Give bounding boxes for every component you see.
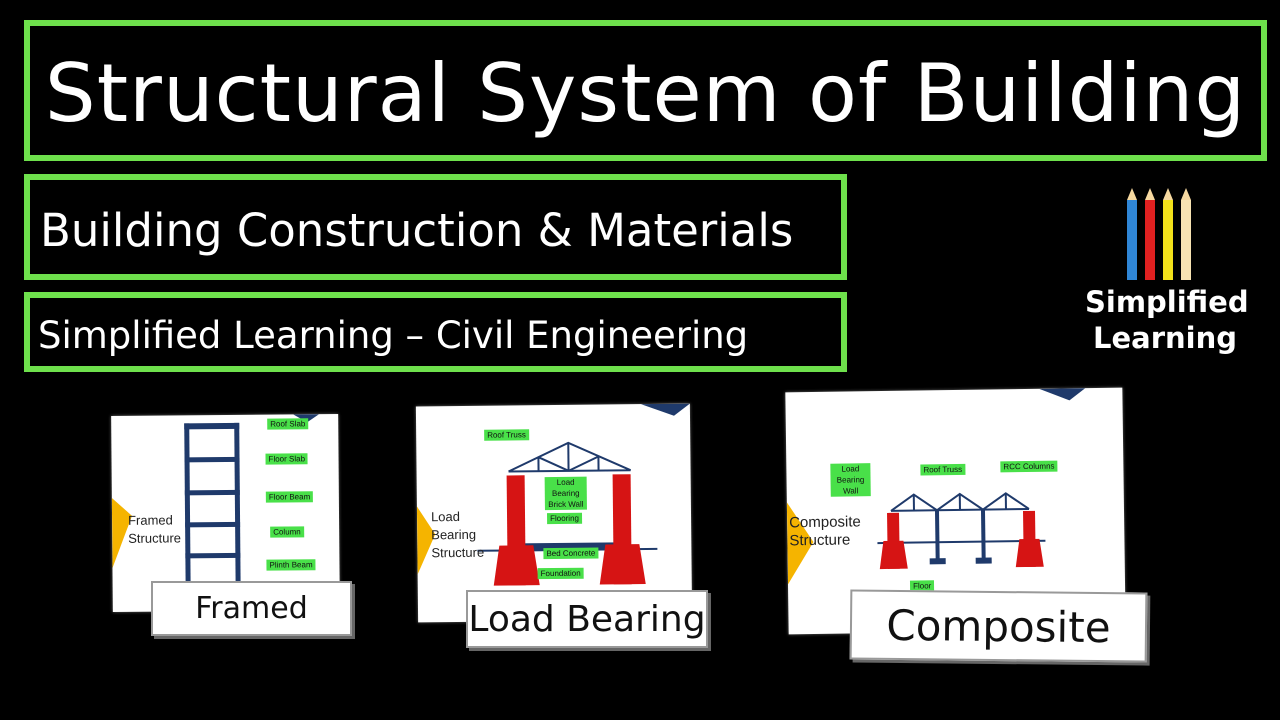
subtitle-course: Building Construction & Materials [40,204,794,257]
logo-text: Simplified Learning [1085,285,1249,355]
channel-logo: Simplified Learning [1085,186,1249,356]
framed-side-label: Framed Structure [127,512,182,546]
tag-plinth-beam: Plinth Beam [266,559,316,571]
tag-floor-beam: Floor Beam [265,491,314,503]
composite-caption: Composite [849,589,1148,663]
tag-column: Column [270,526,304,538]
pencils-icon [1127,188,1191,280]
tag-rcc-columns: RCC Columns [1000,460,1058,473]
tag-flooring: Flooring [547,512,583,525]
composite-structure-diagram [786,388,1086,585]
tag-load-bearing-wall: Load Bearing Wall [830,463,871,497]
tag-foundation: Foundation [537,567,584,580]
framed-structure-diagram [111,414,320,584]
subtitle-banner-1: Building Construction & Materials [24,174,847,280]
load-bearing-side-label: Load Bearing Structure [430,508,485,561]
load-bearing-structure-card: Load Bearing Structure Roof Truss Load B… [415,403,693,623]
tag-floor-slab: Floor Slab [265,453,309,465]
tag-roof-slab: Roof Slab [267,418,309,430]
composite-side-label: Composite Structure [789,513,861,550]
framed-caption: Framed [151,581,352,636]
load-bearing-caption: Load Bearing [466,590,708,648]
subtitle-channel: Simplified Learning – Civil Engineering [38,314,749,357]
framed-structure-card: Framed Structure Roof Slab Floor Slab Fl… [111,414,340,612]
tag-roof-truss: Roof Truss [484,429,529,441]
composite-structure-card: Composite Structure Load Bearing Wall Ro… [785,387,1126,635]
tag-load-bearing-brick-wall: Load Bearing Brick Wall [544,476,587,511]
title-banner: Structural System of Building [24,20,1267,161]
subtitle-banner-2: Simplified Learning – Civil Engineering [24,292,847,372]
tag-roof-truss-composite: Roof Truss [920,463,966,476]
page-title: Structural System of Building [44,47,1247,140]
tag-bed-concrete: Bed Concrete [543,547,599,560]
